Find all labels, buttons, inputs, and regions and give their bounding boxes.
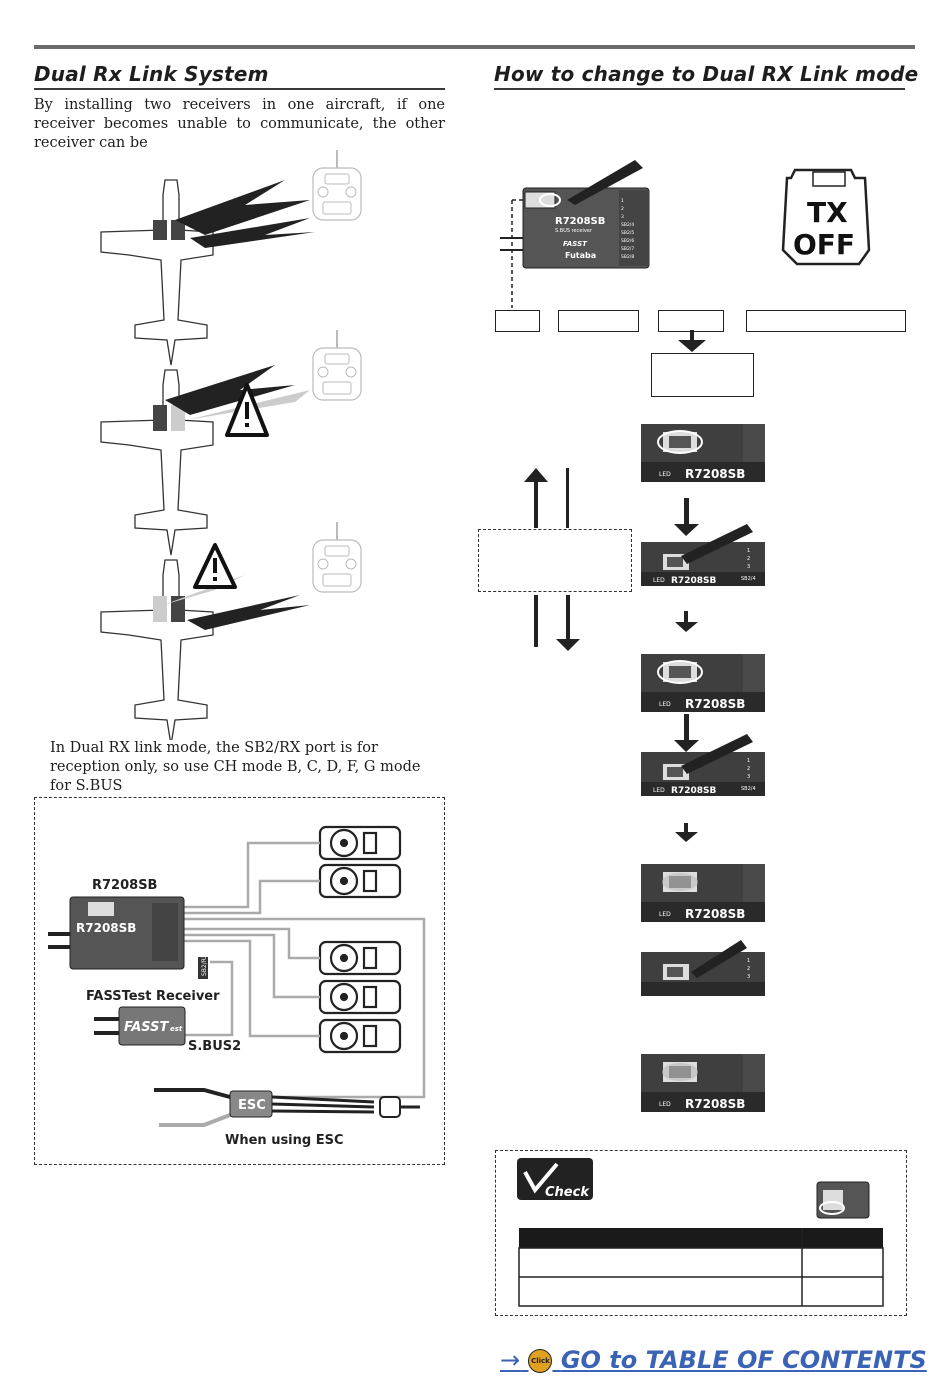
note-paragraph: In Dual RX link mode, the SB2/RX port is… (50, 740, 421, 794)
wiring-diagram: R7208SB R7208SB SB2/RX FASSTest Receiver… (48, 825, 426, 1148)
intro-paragraph: By installing two receivers in one aircr… (34, 97, 445, 151)
svg-text:R7208SB: R7208SB (685, 907, 745, 921)
transmitter-1-icon (312, 150, 362, 221)
servo-icon (318, 825, 402, 861)
svg-text:R7208SB: R7208SB (671, 786, 716, 796)
tx-label: TX (807, 196, 848, 229)
receiver-case-label: R7208SB (76, 921, 136, 935)
transmitter-3-icon (312, 521, 362, 593)
svg-text:LED: LED (653, 787, 665, 794)
section-title-dual-rx: Dual Rx Link System (34, 62, 269, 86)
receiver-strip-3: 1 2 3 (641, 940, 765, 996)
toc-link-label[interactable]: GO to TABLE OF CONTENTS (560, 1346, 927, 1374)
wiring-diagram-frame (34, 797, 445, 1165)
receiver-closeup-2: LED R7208SB (641, 654, 765, 712)
servo-icon (318, 1018, 402, 1054)
esc-caption: When using ESC (225, 1133, 344, 1148)
svg-text:SB2/4: SB2/4 (621, 222, 634, 228)
futaba-brand: Futaba (565, 251, 596, 260)
receiver-closeup-4: LED R7208SB (641, 1054, 765, 1112)
step-box-2 (558, 310, 639, 332)
step-box-1 (495, 310, 540, 332)
svg-text:R7208SB: R7208SB (685, 467, 745, 481)
svg-text:SB2/5: SB2/5 (621, 230, 634, 236)
svg-text:SB2/6: SB2/6 (621, 238, 634, 244)
toc-link[interactable]: → Click GO to TABLE OF CONTENTS (500, 1346, 927, 1374)
svg-text:3: 3 (747, 564, 750, 570)
fasst-mini: FASST (563, 240, 588, 248)
svg-text:1: 1 (747, 548, 750, 554)
title-underline-right (494, 88, 905, 90)
svg-text:1: 1 (747, 758, 750, 764)
servo-icon (318, 979, 402, 1015)
fasstest-receiver-label: FASSTest Receiver (86, 989, 220, 1004)
check-label: Check (545, 1185, 590, 1200)
receiver-closeup-1: LED R7208SB (641, 424, 765, 482)
svg-text:1: 1 (747, 958, 750, 964)
svg-text:SB2/8: SB2/8 (621, 254, 634, 260)
aircraft-illustrations (100, 150, 362, 740)
svg-text:2: 2 (747, 766, 750, 772)
check-frame (495, 1150, 907, 1316)
svg-text:SB2/4: SB2/4 (741, 576, 756, 582)
receiver-top-label: R7208SB (92, 878, 157, 893)
top-rule (34, 45, 915, 49)
svg-text:R7208SB: R7208SB (685, 1097, 745, 1111)
receiver-diagram: R7208SB S.BUS receiver FASST Futaba 1 2 3… (500, 160, 871, 308)
svg-text:SB2/4: SB2/4 (741, 786, 756, 792)
receiver-sub: S.BUS receiver (555, 228, 593, 234)
svg-text:LED: LED (659, 471, 671, 478)
svg-text:2: 2 (621, 206, 624, 212)
fasst-logo-suffix: est (170, 1025, 183, 1033)
svg-text:LED: LED (659, 1101, 671, 1108)
sbus2-label: S.BUS2 (188, 1039, 241, 1054)
svg-text:R7208SB: R7208SB (671, 576, 716, 586)
tx-off-label: OFF (793, 228, 855, 261)
svg-text:3: 3 (747, 974, 750, 980)
svg-text:3: 3 (747, 774, 750, 780)
port-label: SB2/RX (201, 954, 208, 976)
fasst-logo: FASST (124, 1020, 170, 1035)
svg-text:SB2/7: SB2/7 (621, 246, 634, 252)
svg-text:3: 3 (621, 214, 624, 220)
svg-text:1: 1 (621, 198, 624, 204)
svg-text:R7208SB: R7208SB (685, 697, 745, 711)
receiver-model: R7208SB (555, 216, 605, 227)
svg-text:LED: LED (659, 701, 671, 708)
click-badge-icon[interactable]: Click (528, 1349, 553, 1373)
step-box-5 (651, 353, 754, 397)
aircraft-1 (100, 179, 214, 366)
servo-icon (318, 940, 402, 976)
receiver-closeup-3: LED R7208SB (641, 864, 765, 922)
servo-icon (318, 863, 402, 899)
section-title-how-to: How to change to Dual RX Link mode (494, 62, 919, 86)
check-panel: Check (517, 1158, 884, 1307)
loop-frame (478, 529, 632, 592)
step-box-4 (746, 310, 906, 332)
svg-text:LED: LED (653, 577, 665, 584)
esc-label: ESC (238, 1098, 266, 1113)
svg-text:LED: LED (659, 911, 671, 918)
svg-text:2: 2 (747, 556, 750, 562)
title-underline (34, 88, 445, 90)
transmitter-2-icon (312, 329, 362, 401)
svg-text:2: 2 (747, 966, 750, 972)
step-box-3 (658, 310, 724, 332)
